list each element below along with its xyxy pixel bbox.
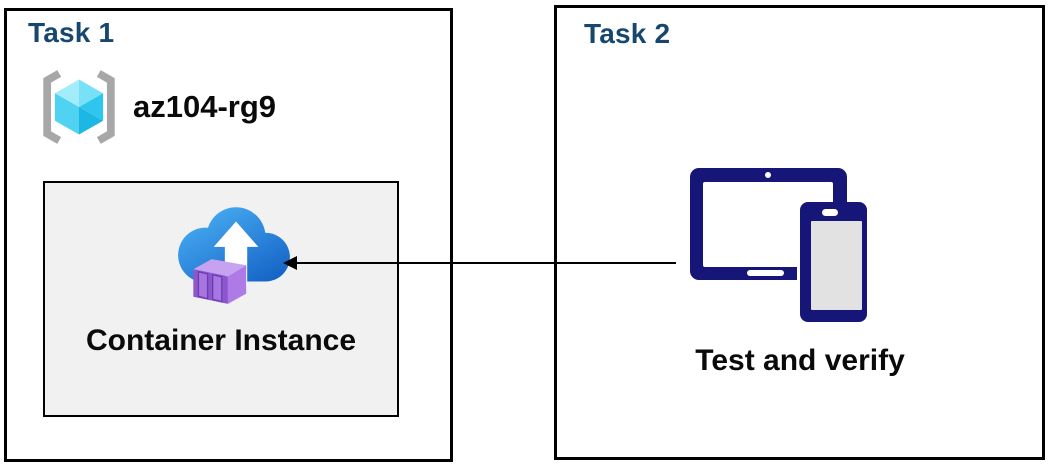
upload-arrow-icon xyxy=(213,221,259,286)
test-and-verify-label: Test and verify xyxy=(695,344,905,377)
connector-line xyxy=(295,262,676,264)
container-cube xyxy=(193,259,247,304)
task1-title: Task 1 xyxy=(28,17,115,48)
resource-group-icon xyxy=(43,70,115,144)
phone-screen xyxy=(811,221,862,310)
phone-icon xyxy=(800,202,867,322)
phone-speaker xyxy=(822,209,838,216)
container-instances-icon xyxy=(178,207,290,304)
resource-group-name: az104-rg9 xyxy=(133,89,277,124)
container-instance-box: Container Instance xyxy=(43,181,399,417)
arrow-left-icon xyxy=(283,256,297,270)
tablet-home-button xyxy=(747,270,784,276)
tablet-camera-dot xyxy=(765,172,771,178)
task2-title: Task 2 xyxy=(584,18,671,49)
container-instance-label: Container Instance xyxy=(85,324,357,357)
task1-box: Task 1 az104-rg9 xyxy=(4,8,453,462)
